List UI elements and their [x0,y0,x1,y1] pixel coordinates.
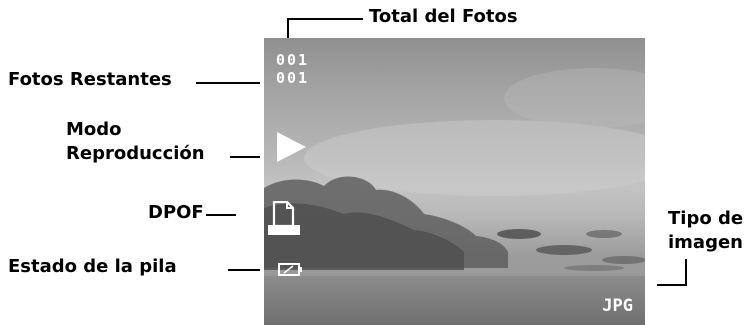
remaining-count: 001 [276,69,310,87]
tipo-imagen-leader-h [657,284,687,286]
tipo-imagen-leader-v [685,259,687,286]
lcd-screen: 001 001 JPG [264,38,645,325]
sky-clouds [264,68,645,325]
file-type-badge: JPG [602,296,633,316]
estado-pila-leader [228,269,260,271]
print-dpof-icon [268,201,300,235]
play-icon [277,132,306,162]
battery-icon [278,263,302,276]
dpof-label: DPOF [148,202,204,223]
total-count: 001 [276,51,310,69]
fotos-restantes-label: Fotos Restantes [8,69,172,90]
tipo-imagen-label-line1: Tipo de [668,208,744,229]
fotos-restantes-leader [196,82,260,84]
modo-reproduccion-label-line2: Reproducción [66,143,205,164]
modo-reproduccion-leader [230,156,260,158]
modo-reproduccion-label-line1: Modo [66,119,122,140]
total-fotos-leader-v [287,18,289,44]
total-fotos-label: Total del Fotos [369,6,518,27]
dpof-leader [206,214,236,216]
tipo-imagen-label-line2: imagen [668,232,743,253]
estado-pila-label: Estado de la pila [8,256,177,277]
total-fotos-leader-h [287,18,363,20]
